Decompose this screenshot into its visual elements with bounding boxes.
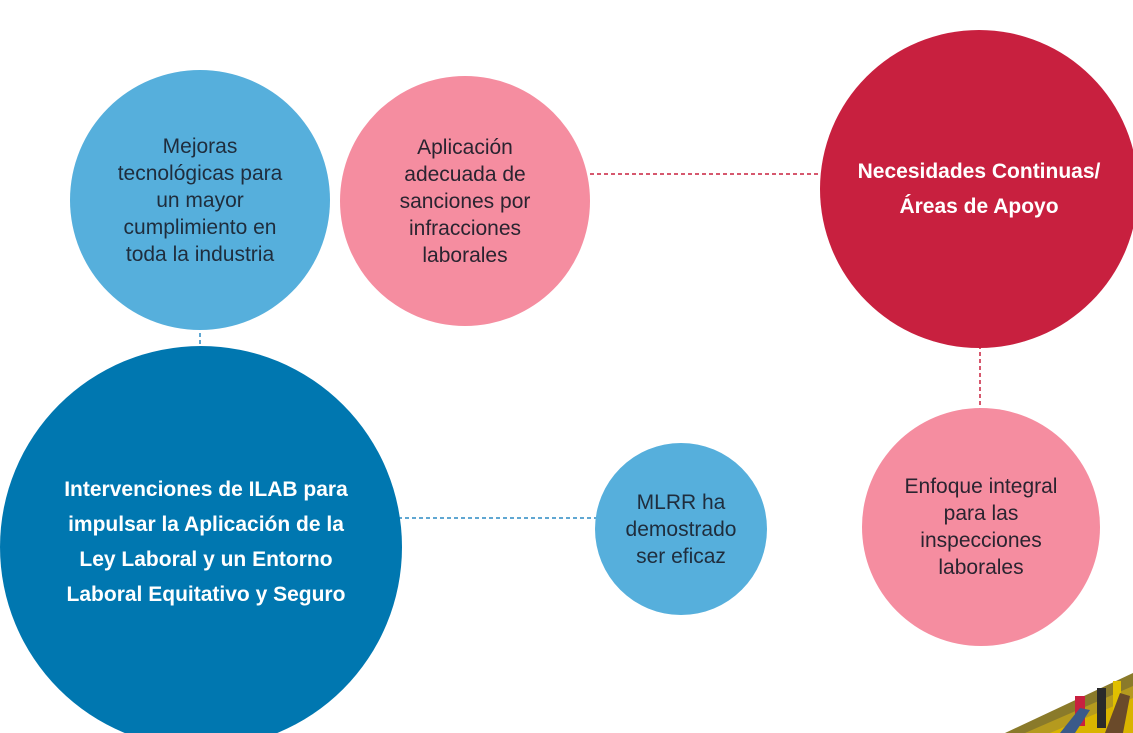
node-mejoras-label: Mejoras tecnológicas para un mayor cumpl… [117,134,283,266]
node-enfoque-label: Enfoque integral para las inspecciones l… [904,475,1058,579]
corner-photo-image [1005,648,1133,733]
node-intervenciones-ilab: Intervenciones de ILAB para impulsar la … [0,346,402,733]
node-aplicacion-label: Aplicación adecuada de sanciones por inf… [399,135,531,267]
node-ilab-label: Intervenciones de ILAB para impulsar la … [64,478,348,606]
node-aplicacion-sanciones: Aplicación adecuada de sanciones por inf… [340,76,590,326]
corner-photo-illustration [1005,673,1133,733]
node-enfoque-integral: Enfoque integral para las inspecciones l… [862,408,1100,646]
node-necesidades-continuas: Necesidades Continuas/Áreas de Apoyo [820,30,1133,348]
node-necesidades-label: Necesidades Continuas/Áreas de Apoyo [857,160,1101,218]
node-mlrr: MLRR ha demostrado ser eficaz [595,443,767,615]
node-mlrr-label: MLRR ha demostrado ser eficaz [625,490,737,568]
node-mejoras-tecnologicas: Mejoras tecnológicas para un mayor cumpl… [70,70,330,330]
